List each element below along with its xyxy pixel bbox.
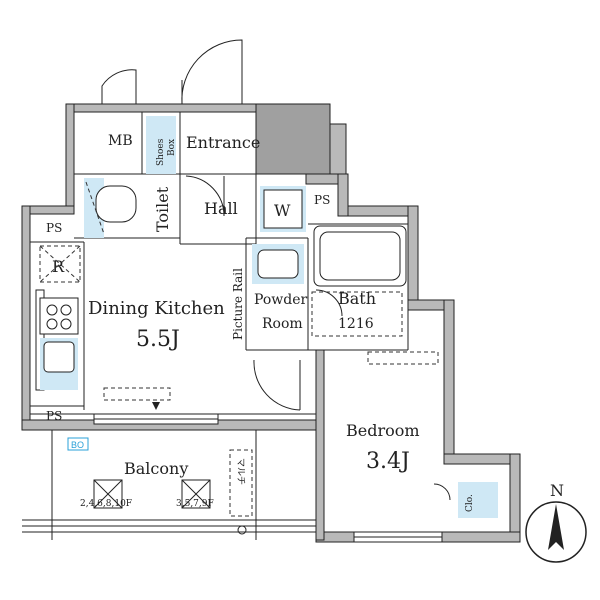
multi-label: マルチ bbox=[235, 458, 246, 485]
fixtures bbox=[39, 116, 498, 535]
toilet-label: Toilet bbox=[153, 186, 172, 232]
hall-label: Hall bbox=[204, 199, 238, 218]
shoes-label: Shoes bbox=[156, 138, 166, 166]
dining-kitchen-size: 5.5J bbox=[136, 327, 180, 352]
bath-size: 1216 bbox=[338, 316, 374, 332]
balcony-floors-2: 3,5,7,9F bbox=[176, 499, 214, 509]
exterior-walls bbox=[21, 103, 521, 543]
balcony-label: Balcony bbox=[124, 459, 188, 478]
bo-label: BO bbox=[71, 440, 84, 450]
bo-badge: BO bbox=[67, 437, 89, 451]
bedroom-size: 3.4J bbox=[366, 449, 410, 474]
interior-walls bbox=[22, 112, 409, 540]
mb-label: MB bbox=[108, 133, 133, 149]
doors bbox=[101, 39, 451, 501]
north-label: N bbox=[550, 481, 564, 500]
bedroom-label: Bedroom bbox=[346, 421, 420, 440]
r-label: R bbox=[52, 257, 65, 276]
ps-left-bottom-label: PS bbox=[46, 409, 62, 423]
powder-label: Powder bbox=[254, 292, 308, 308]
compass-icon: N bbox=[525, 481, 587, 563]
picture-rail-label: Picture Rail bbox=[231, 268, 245, 340]
entrance-label: Entrance bbox=[186, 133, 260, 152]
ps-left-top-label: PS bbox=[46, 221, 62, 235]
dining-kitchen-label: Dining Kitchen bbox=[88, 298, 225, 319]
room-label: Room bbox=[262, 316, 303, 332]
w-label: W bbox=[274, 201, 291, 220]
balcony-floors-1: 2,4,6,8,10F bbox=[80, 499, 132, 509]
clo-label: Clo. bbox=[465, 494, 475, 512]
room-labels: MB Shoes Box Entrance Toilet Hall W PS P… bbox=[46, 133, 475, 512]
bath-label: Bath bbox=[338, 289, 376, 308]
ps-top-right-label: PS bbox=[314, 193, 330, 207]
box-label: Box bbox=[167, 139, 177, 156]
